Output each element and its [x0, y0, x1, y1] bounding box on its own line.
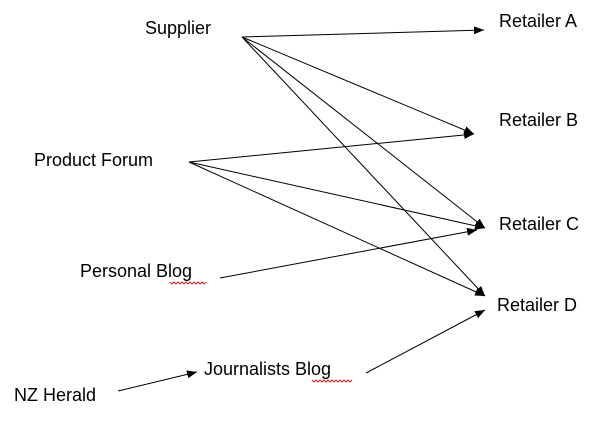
node-retailer-c: Retailer C	[499, 214, 579, 234]
edge-personal-blog-retailer-c	[219, 227, 478, 279]
node-supplier: Supplier	[145, 18, 211, 38]
node-nz-herald: NZ Herald	[14, 385, 96, 405]
edge-journalists-blog-retailer-d	[365, 309, 486, 374]
spellcheck-underline-blog-2	[311, 379, 353, 383]
edges	[117, 26, 486, 392]
edge-product-forum-retailer-b	[188, 130, 475, 163]
edge-supplier-retailer-c	[241, 36, 486, 229]
edge-nz-herald-journalists-blog	[117, 370, 198, 392]
nodes: Supplier Retailer A Retailer B Product F…	[14, 11, 579, 405]
node-journalists-blog: Journalists Blog	[204, 359, 331, 379]
spellcheck-underline-blog	[169, 281, 207, 285]
edge-product-forum-retailer-c	[188, 161, 486, 230]
node-retailer-d: Retailer D	[497, 295, 577, 315]
edge-supplier-retailer-b	[241, 36, 475, 135]
edge-supplier-retailer-a	[241, 26, 485, 38]
node-product-forum: Product Forum	[34, 150, 153, 170]
spellcheck-underlines	[169, 281, 353, 383]
node-retailer-a: Retailer A	[499, 11, 577, 31]
edge-product-forum-retailer-d	[188, 161, 486, 297]
node-retailer-b: Retailer B	[499, 110, 578, 130]
node-personal-blog: Personal Blog	[80, 261, 192, 281]
edge-supplier-retailer-d	[241, 36, 486, 297]
